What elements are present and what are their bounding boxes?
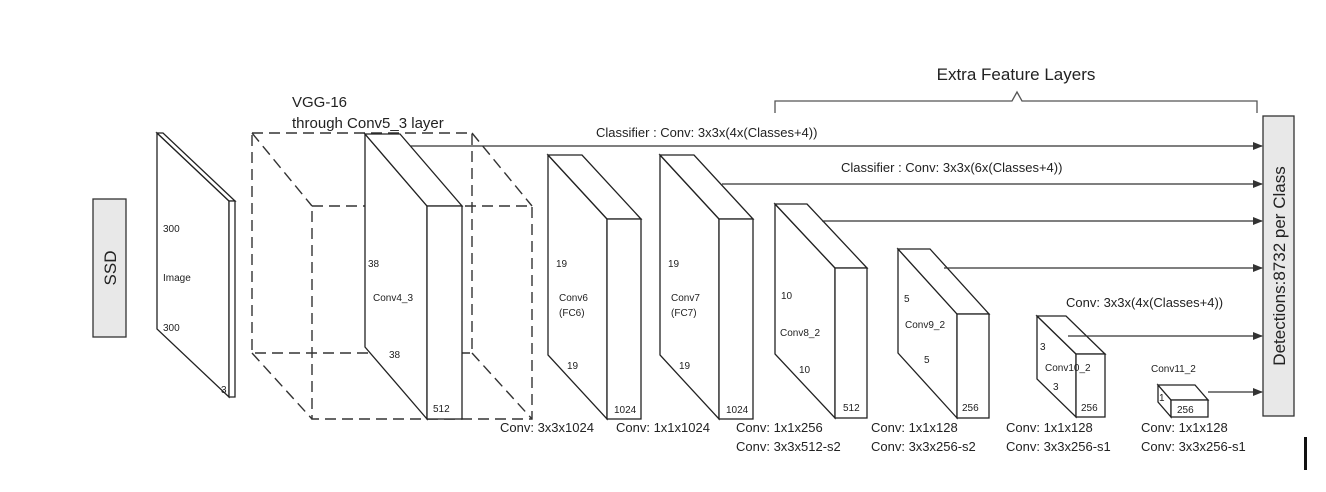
image-height-label: 300 (163, 224, 180, 235)
conv11-conv-label-2: Conv: 3x3x256-s1 (1141, 439, 1246, 454)
conv10-2-depth-label: 256 (1081, 403, 1098, 414)
classifier-label-3: Conv: 3x3x(4x(Classes+4)) (1066, 295, 1223, 310)
conv11-conv-label-1: Conv: 1x1x128 (1141, 420, 1228, 435)
conv11-2-height-label: 1 (1159, 393, 1165, 404)
conv6-block: 19 Conv6 (FC6) 19 1024 (546, 153, 643, 421)
classifier-label-1: Classifier : Conv: 3x3x(4x(Classes+4)) (596, 125, 817, 140)
conv8-2-height-label: 10 (781, 291, 793, 302)
conv6-name-label: Conv6 (559, 293, 588, 304)
conv4-3-block: 38 Conv4_3 38 512 (363, 132, 464, 421)
conv4-3-height-label: 38 (368, 259, 380, 270)
conv7-name-label: Conv7 (671, 293, 700, 304)
classifier-label-2: Classifier : Conv: 3x3x(6x(Classes+4)) (841, 160, 1062, 175)
conv8-2-name-label: Conv8_2 (780, 328, 820, 339)
conv10-2-name-label: Conv10_2 (1045, 363, 1091, 374)
vgg16-title: VGG-16 (292, 94, 347, 111)
conv4-3-front-face (426, 205, 463, 420)
conv7-fc-label: (FC7) (671, 308, 697, 319)
text-cursor-bar (1304, 437, 1307, 470)
conv7-width-label: 19 (679, 361, 691, 372)
conv8-2-block: 10 Conv8_2 10 512 (773, 202, 869, 420)
conv11-2-name-label: Conv11_2 (1151, 364, 1196, 375)
image-block: 300 Image 300 3 (155, 131, 237, 399)
conv11-2-depth-label: 256 (1177, 405, 1194, 416)
image-name-label: Image (163, 273, 191, 284)
conv6-depth-label: 1024 (614, 405, 637, 416)
conv9-2-width-label: 5 (924, 355, 930, 366)
conv-layer-labels: Conv: 3x3x1024 Conv: 1x1x1024 Conv: 1x1x… (500, 420, 1246, 454)
conv4-3-name-label: Conv4_3 (373, 293, 413, 304)
conv10-2-height-label: 3 (1040, 342, 1046, 353)
ssd-box (92, 198, 127, 338)
conv4-3-depth-label: 512 (433, 404, 450, 415)
conv9-conv-label-1: Conv: 1x1x128 (871, 420, 958, 435)
conv6-width-label: 19 (567, 361, 579, 372)
conv10-conv-label-1: Conv: 1x1x128 (1006, 420, 1093, 435)
conv9-2-height-label: 5 (904, 294, 910, 305)
conv9-2-name-label: Conv9_2 (905, 320, 945, 331)
image-depth-label: 3 (221, 385, 227, 396)
conv6-conv-label: Conv: 3x3x1024 (500, 420, 594, 435)
vgg16-subtitle: through Conv5_3 layer (292, 115, 444, 132)
conv8-2-width-label: 10 (799, 365, 811, 376)
vgg-back-rect (251, 132, 473, 354)
image-left-face (156, 131, 230, 399)
image-width-label: 300 (163, 323, 180, 334)
conv6-fc-label: (FC6) (559, 308, 585, 319)
conv9-2-block: 5 Conv9_2 5 256 (896, 247, 991, 420)
classifier-arrows (410, 142, 1263, 396)
extra-feature-layers-title: Extra Feature Layers (937, 65, 1096, 84)
detections-label: Detections:8732 per Class (1270, 166, 1289, 365)
conv7-depth-label: 1024 (726, 405, 749, 416)
extra-feature-layers-brace (774, 90, 1258, 113)
conv7-block: 19 Conv7 (FC7) 19 1024 (658, 153, 755, 421)
conv7-conv-label: Conv: 1x1x1024 (616, 420, 710, 435)
conv9-2-depth-label: 256 (962, 403, 979, 414)
image-front-face (228, 200, 236, 398)
conv7-height-label: 19 (668, 259, 680, 270)
conv10-2-width-label: 3 (1053, 382, 1059, 393)
detections-box (1262, 115, 1295, 417)
conv8-conv-label-1: Conv: 1x1x256 (736, 420, 823, 435)
conv4-3-width-label: 38 (389, 350, 401, 361)
conv8-conv-label-2: Conv: 3x3x512-s2 (736, 439, 841, 454)
conv10-conv-label-2: Conv: 3x3x256-s1 (1006, 439, 1111, 454)
ssd-label: SSD (101, 251, 120, 286)
conv11-2-block: Conv11_2 1 256 (1151, 364, 1210, 419)
conv10-2-block: 3 Conv10_2 3 256 (1035, 314, 1107, 419)
conv8-2-depth-label: 512 (843, 403, 860, 414)
conv6-height-label: 19 (556, 259, 568, 270)
conv9-conv-label-2: Conv: 3x3x256-s2 (871, 439, 976, 454)
